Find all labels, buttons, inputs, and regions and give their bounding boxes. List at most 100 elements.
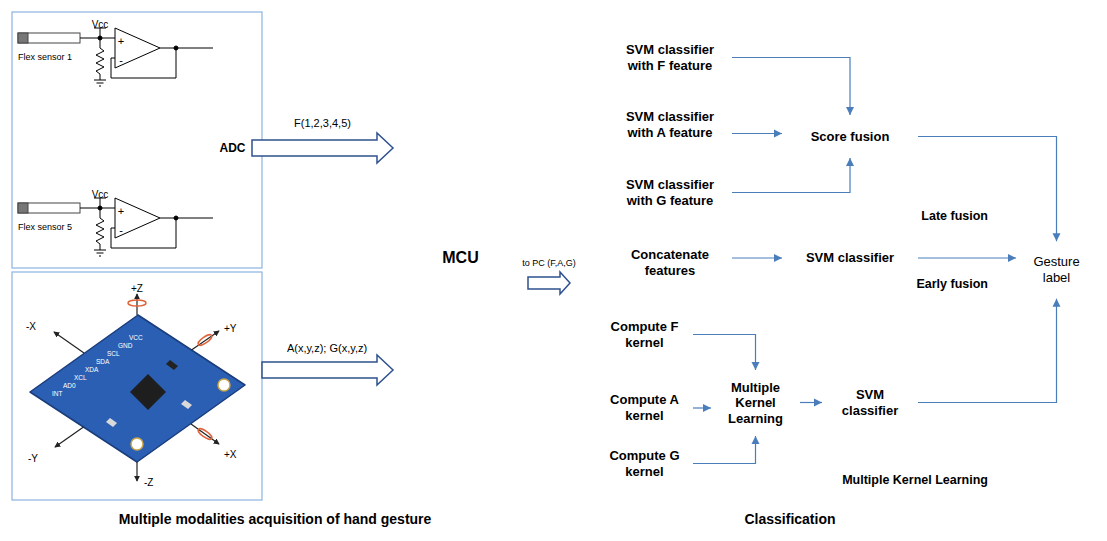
kernel-box: Compute F kernel	[596, 313, 693, 356]
axis-line	[54, 332, 84, 353]
connector	[693, 436, 760, 464]
label-text: Vcc	[92, 189, 109, 200]
box-text: Score fusion	[811, 129, 890, 145]
box-text: Compute F kernel	[604, 319, 685, 350]
label-text: +Y	[224, 323, 237, 334]
arrow-head	[752, 436, 760, 444]
arrow-head	[846, 158, 854, 166]
panel-title: Multiple modalities acquisition of hand …	[119, 511, 432, 528]
sensor-panel	[12, 12, 262, 268]
connector-line	[732, 158, 850, 193]
panel-title: Multiple Kernel Learning	[842, 473, 988, 488]
rotation-arrows	[128, 300, 213, 441]
opamp-symbol	[115, 198, 160, 238]
connector-line	[918, 299, 1057, 403]
arrow-head	[1053, 233, 1061, 241]
wire	[160, 218, 213, 219]
arrow-head	[774, 254, 782, 262]
label-text: -X	[26, 321, 36, 332]
smd-part	[181, 400, 192, 409]
edge-label: to PC (F,A,G)	[521, 252, 577, 270]
label-text: +	[118, 35, 124, 47]
arrow-head	[846, 107, 854, 115]
early-fusion-panel: Early fusion Concatenate features SVM clas…	[585, 236, 995, 296]
wire	[160, 48, 213, 49]
box-text: Compute G kernel	[604, 448, 685, 479]
late-fusion-panel: Late fusion SVM classifier with F feature…	[585, 15, 995, 228]
ground-symbol	[94, 250, 106, 256]
data-block-arrow	[262, 355, 393, 385]
label-text: -Y	[28, 453, 38, 464]
flex-sensor	[18, 33, 80, 43]
feedback-wire	[111, 218, 176, 248]
axis-label: -Y	[28, 448, 38, 466]
label-text: to PC (F,A,G)	[521, 258, 577, 268]
connector-line	[693, 335, 756, 371]
pin-label: XCL	[74, 366, 87, 384]
axis-label: -X	[26, 316, 36, 334]
resistor-symbol	[96, 38, 104, 80]
box-outline	[8, 8, 542, 532]
supply-label: Vcc	[92, 184, 109, 202]
rotation-mark	[128, 300, 146, 306]
box-text: MCU	[442, 248, 478, 267]
label-text: AD0	[63, 382, 76, 389]
classifier-box: SVM classifier with F feature	[608, 30, 732, 85]
panel-title: Early fusion	[916, 277, 988, 292]
connector	[918, 254, 1016, 262]
box-text: Gesture label	[1025, 254, 1089, 285]
sensor-name: Flex sensor 5	[18, 216, 72, 234]
flex-sensor-tip	[18, 33, 28, 43]
panel-title: Classification	[744, 511, 835, 528]
box-text: SVM classifier	[806, 250, 894, 266]
connector	[800, 399, 822, 407]
opamp-pin-sign: -	[119, 50, 123, 68]
block-arrow	[528, 272, 570, 294]
pin-label: INT	[52, 382, 62, 400]
axis-line	[55, 427, 84, 447]
resistor-symbol	[96, 208, 104, 250]
pin-label: VCC	[129, 326, 143, 344]
mounting-hole	[131, 438, 143, 450]
box-text: Concatenate features	[620, 247, 720, 278]
label-text: Flex sensor 1	[18, 52, 72, 62]
classifier-box: SVM classifier with A feature	[608, 97, 732, 152]
connector-line	[693, 436, 756, 464]
label-text: +X	[224, 449, 237, 460]
feedback-wire	[111, 48, 176, 78]
axis-line	[136, 462, 137, 481]
label-text: -	[119, 224, 123, 236]
sensor-name: Flex sensor 1	[18, 46, 72, 64]
opamp-pin-sign: +	[118, 201, 124, 219]
pin-label: SCL	[107, 342, 120, 360]
ellipse-shape	[1012, 241, 1101, 299]
box-text: SVM classifier with G feature	[620, 177, 720, 208]
label-text: +	[118, 205, 124, 217]
connector-line	[918, 257, 1016, 258]
supply-label: Vcc	[92, 14, 109, 32]
flex-circuit	[18, 198, 213, 256]
imu-board	[30, 315, 245, 462]
kernel-box: Compute G kernel	[596, 443, 693, 484]
mounting-hole	[218, 379, 230, 391]
panel-title: Late fusion	[921, 209, 988, 224]
connector	[918, 137, 1061, 242]
box-text: Multiple Kernel Learning	[719, 380, 792, 427]
connector	[732, 254, 782, 262]
box-text: SVM classifier	[832, 387, 908, 418]
axis-line	[136, 294, 137, 315]
label-text: GND	[118, 342, 132, 349]
acquisition-panel: Multiple modalities acquisition of hand …	[8, 8, 542, 532]
arrow-head	[1008, 254, 1016, 262]
flex-circuit	[18, 28, 213, 86]
junction-dot	[174, 46, 178, 50]
label-text: F(1,2,3,4,5)	[294, 117, 351, 129]
opamp-pin-sign: +	[118, 31, 124, 49]
pin-label: AD0	[63, 374, 76, 392]
fusion-box: Score fusion	[782, 115, 918, 158]
connector	[732, 130, 782, 138]
axis-line	[192, 331, 220, 350]
connector	[528, 272, 570, 294]
